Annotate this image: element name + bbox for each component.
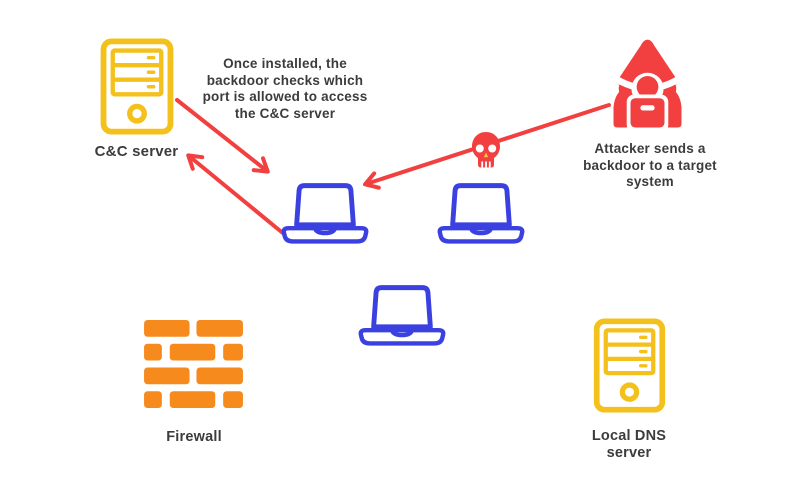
skull-icon [472,132,500,169]
cnc-note-line: backdoor checks which [206,72,364,88]
dns-server-icon [593,318,666,413]
attacker-note-line: backdoor to a target [583,157,717,173]
cnc-server-icon [100,38,174,135]
attacker-note: Attacker sends a backdoor to a target sy… [574,141,726,191]
hooded-hacker-icon [612,39,683,133]
dns-server-label-line: server [606,445,652,461]
firewall-label: Firewall [166,429,222,445]
laptop-icon [358,285,446,346]
attacker-note-line: Attacker sends a [594,141,706,156]
attacker-note-line: system [626,174,674,189]
dns-server-label-line: Local DNS [591,428,667,444]
laptop-icon-target [281,183,369,244]
cnc-note-line: the C&C server [234,105,336,121]
laptop-icon [437,183,525,244]
cnc-note: Once installed, the backdoor checks whic… [190,56,380,122]
arrow-laptop-to-cnc [186,153,286,236]
dns-server-label: Local DNS server [569,428,689,462]
cnc-note-line: Once installed, the [223,56,347,71]
cnc-note-line: port is allowed to access [202,89,368,104]
arrow-cnc-to-laptop [175,98,270,174]
brick-wall-icon [144,320,243,409]
cnc-server-label: C&C server [94,143,179,160]
